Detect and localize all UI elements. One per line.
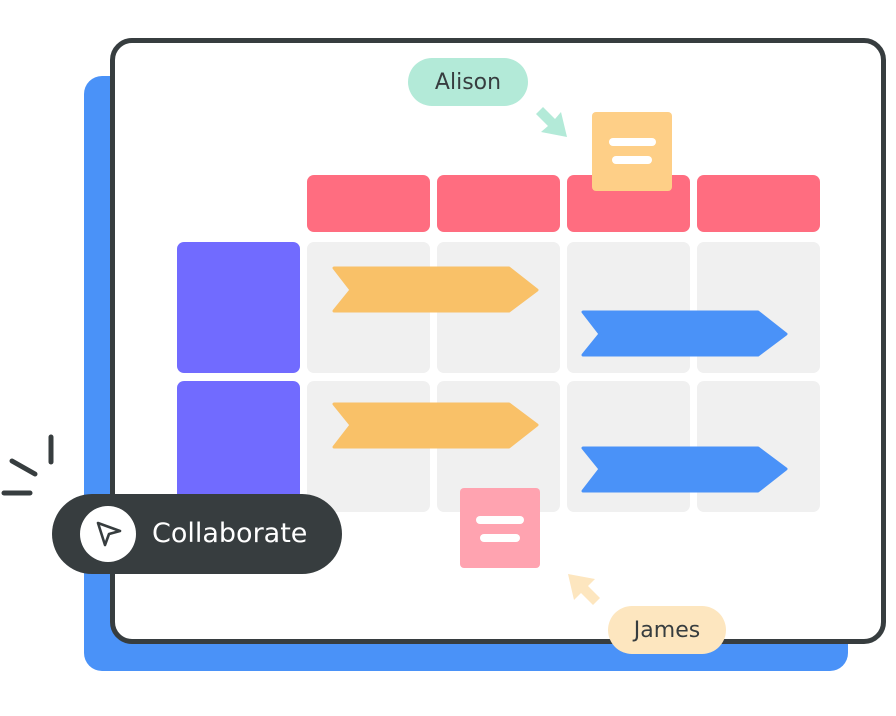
collaborate-label: Collaborate bbox=[152, 518, 308, 549]
timeline-bar-orange bbox=[332, 266, 539, 313]
sticky-note-icon[interactable] bbox=[460, 488, 540, 568]
row-label bbox=[177, 242, 300, 373]
collaborate-button[interactable]: Collaborate bbox=[52, 494, 342, 574]
row-label bbox=[177, 381, 300, 512]
cursor-name: James bbox=[633, 617, 701, 643]
sticky-note-icon[interactable] bbox=[592, 112, 672, 191]
timeline-bar-blue bbox=[581, 310, 788, 357]
timeline-bar-orange bbox=[332, 402, 539, 449]
header-cell bbox=[437, 175, 560, 232]
cursor-arrow-icon bbox=[568, 574, 600, 605]
pointer-icon bbox=[80, 506, 136, 562]
cursor-label-alison: Alison bbox=[408, 58, 528, 106]
cursor-label-james: James bbox=[608, 606, 726, 654]
cursor-arrow-icon bbox=[536, 107, 567, 137]
timeline-bar-blue bbox=[581, 446, 788, 493]
cursor-name: Alison bbox=[434, 69, 502, 95]
spark-lines-icon bbox=[1, 434, 54, 496]
header-cell bbox=[697, 175, 820, 232]
header-cell bbox=[307, 175, 430, 232]
